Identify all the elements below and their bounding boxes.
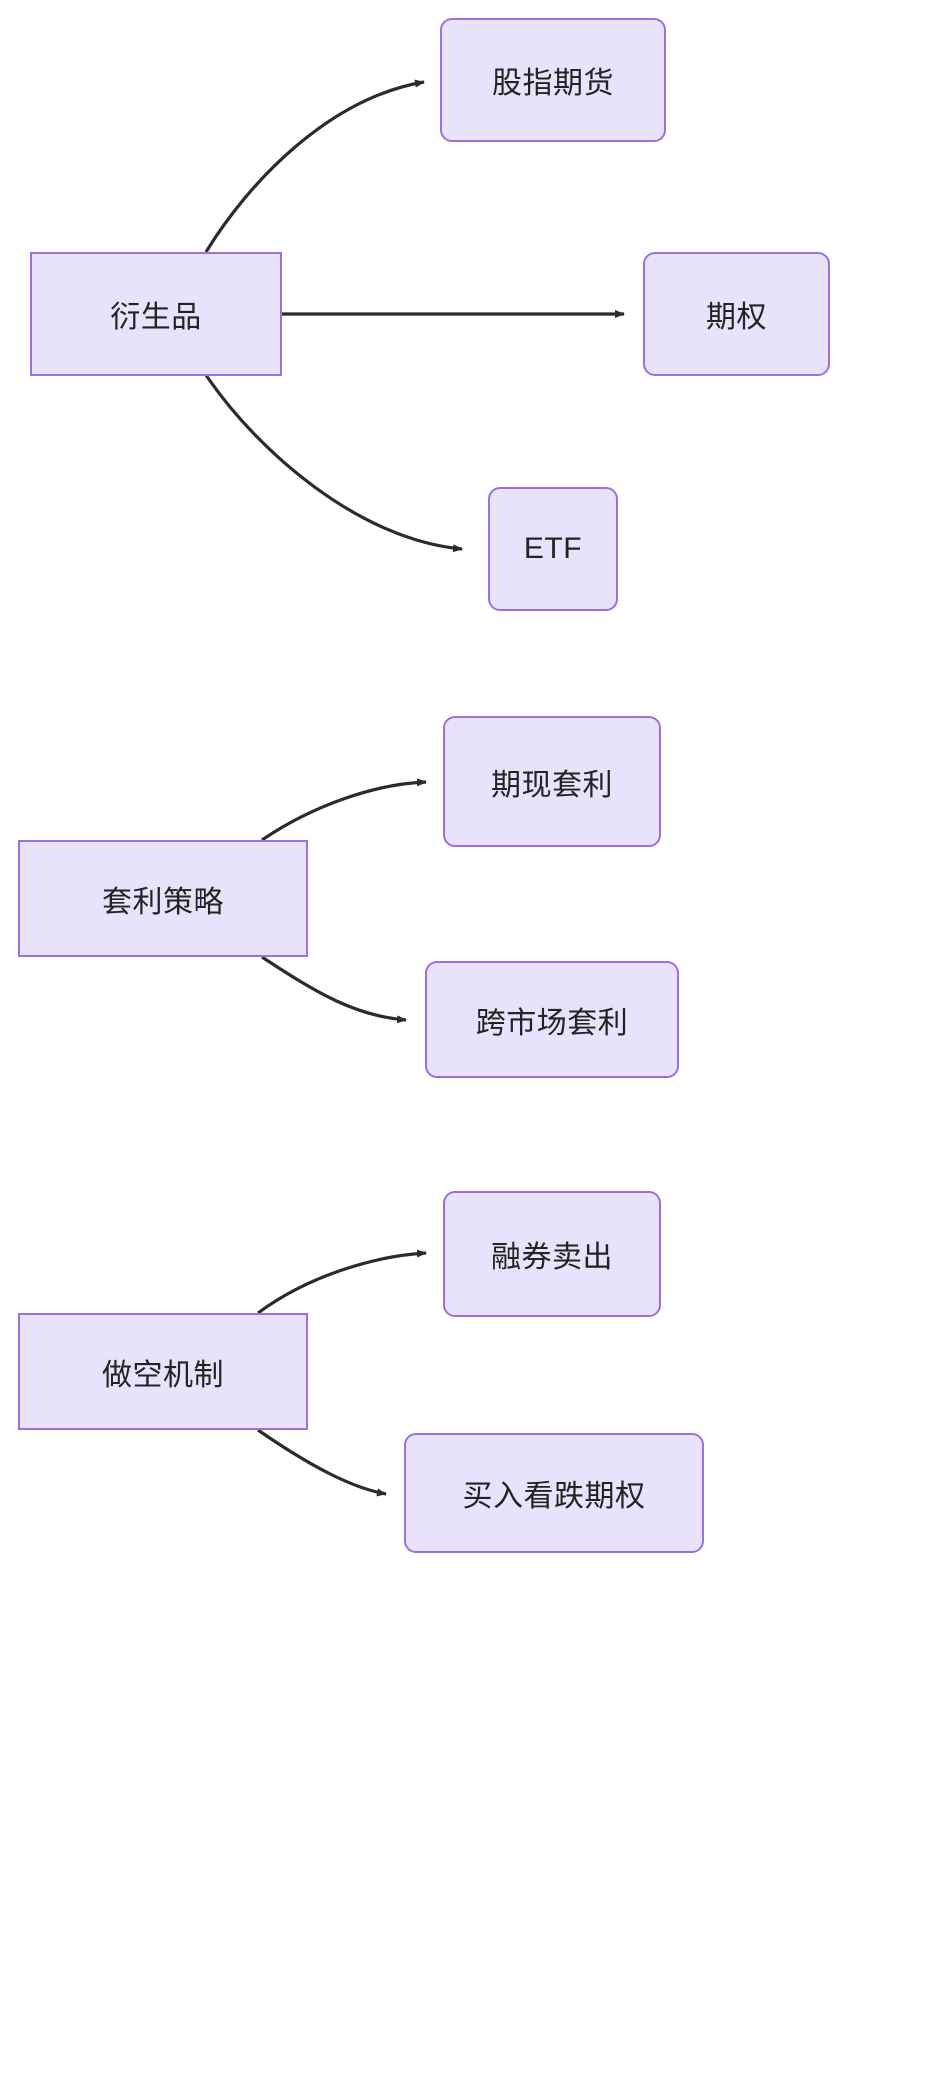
node-cross-market-arb-label: 跨市场套利 [475, 1006, 629, 1040]
node-margin-short-label: 融券卖出 [491, 1241, 613, 1274]
node-options-label: 期权 [706, 301, 767, 334]
node-options[interactable]: 期权 [643, 252, 830, 376]
node-cash-futures-arb[interactable]: 期现套利 [443, 716, 661, 847]
node-short-mechanism[interactable]: 做空机制 [18, 1313, 308, 1430]
node-cross-market-arb[interactable]: 跨市场套利 [425, 961, 679, 1078]
node-cash-futures-arb-label: 期现套利 [491, 768, 613, 802]
node-margin-short[interactable]: 融券卖出 [443, 1191, 661, 1317]
edge-short-to-margin-short [257, 1249, 427, 1315]
node-index-futures[interactable]: 股指期货 [440, 18, 666, 142]
node-buy-put[interactable]: 买入看跌期权 [404, 1433, 704, 1553]
node-arbitrage[interactable]: 套利策略 [18, 840, 308, 957]
edge-derivatives-to-index-futures [204, 79, 425, 253]
node-etf-label: ETF [523, 532, 583, 565]
edge-arbitrage-to-cash-futures [261, 778, 427, 842]
node-short-mechanism-label: 做空机制 [102, 1358, 224, 1392]
node-arbitrage-label: 套利策略 [102, 885, 224, 919]
node-derivatives-label: 衍生品 [110, 301, 202, 334]
edge-arbitrage-to-cross-market [261, 955, 407, 1024]
node-index-futures-label: 股指期货 [492, 67, 614, 100]
node-buy-put-label: 买入看跌期权 [462, 1480, 646, 1513]
node-etf[interactable]: ETF [488, 487, 618, 611]
edge-short-to-buy-put [257, 1428, 387, 1497]
edge-derivatives-to-etf [204, 374, 463, 553]
node-derivatives[interactable]: 衍生品 [30, 252, 282, 376]
